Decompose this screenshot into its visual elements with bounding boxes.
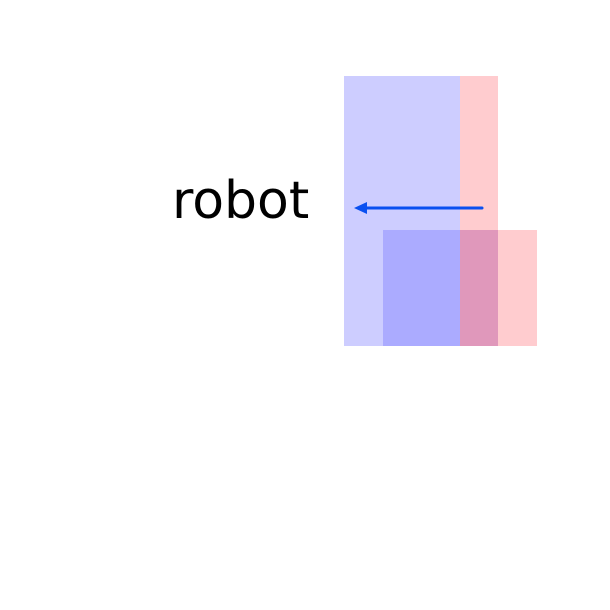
robot-label: robot	[172, 171, 310, 231]
pink-region-tall	[460, 76, 498, 346]
pink-region-lower	[460, 230, 537, 346]
blue-region-lower	[383, 230, 498, 346]
left-arrow-icon	[354, 202, 484, 214]
